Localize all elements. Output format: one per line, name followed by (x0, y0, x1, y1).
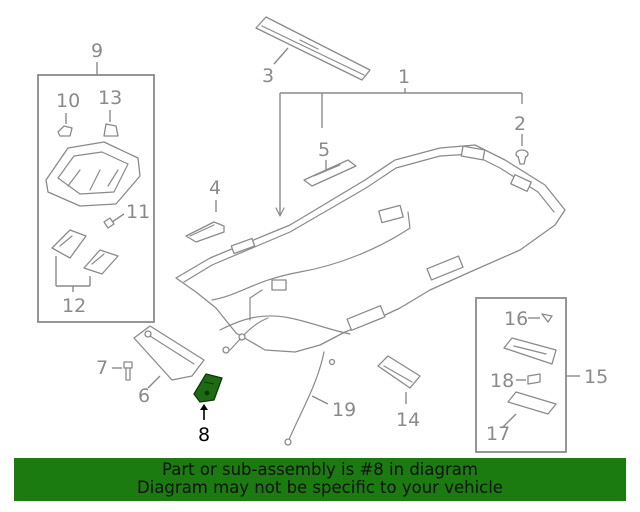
banner-line-1: Part or sub-assembly is #8 in diagram (162, 460, 478, 479)
callout-17[interactable]: 17 (486, 423, 510, 445)
callout-1-bracket (275, 88, 523, 217)
part-15-lamp-assembly[interactable] (503, 337, 557, 365)
callout-10[interactable]: 10 (56, 90, 80, 112)
group-box-15 (475, 297, 567, 453)
part-4-grab-handle[interactable] (185, 221, 225, 243)
callout-19[interactable]: 19 (332, 399, 356, 421)
part-8-highlighted[interactable] (193, 373, 223, 403)
part-14-lamp[interactable] (377, 355, 421, 389)
callout-3[interactable]: 3 (262, 65, 274, 87)
part-19-wiring-harness[interactable] (211, 211, 411, 446)
callout-6[interactable]: 6 (138, 385, 150, 407)
part-12-lamp-right[interactable] (83, 249, 119, 275)
callout-2[interactable]: 2 (514, 113, 526, 135)
callout-5[interactable]: 5 (318, 139, 330, 161)
part-9-console[interactable] (45, 141, 141, 207)
part-17-lens[interactable] (507, 391, 557, 415)
part-16-clip[interactable] (541, 313, 553, 323)
callout-12-bracket (55, 256, 91, 292)
part-5-bracket[interactable] (303, 159, 357, 187)
callout-12[interactable]: 12 (62, 295, 86, 317)
callout-4[interactable]: 4 (209, 177, 221, 199)
callout-11[interactable]: 11 (126, 201, 150, 223)
part-7-screw[interactable] (123, 361, 133, 381)
part-12-lamp-left[interactable] (51, 229, 87, 259)
callout-9[interactable]: 9 (91, 40, 103, 62)
callout-16[interactable]: 16 (504, 308, 528, 330)
part-2-clip[interactable] (515, 149, 529, 165)
part-10-clip[interactable] (57, 125, 73, 137)
callout-14[interactable]: 14 (396, 409, 420, 431)
part-6-sun-visor[interactable] (133, 325, 205, 381)
part-1-headliner[interactable] (175, 144, 566, 353)
callout-8[interactable]: 8 (198, 424, 210, 446)
part-11-clip[interactable] (103, 217, 115, 229)
callout-1[interactable]: 1 (398, 66, 410, 88)
info-banner: Part or sub-assembly is #8 in diagram Di… (14, 458, 626, 501)
part-13-clip[interactable] (103, 123, 119, 137)
callout-15[interactable]: 15 (584, 366, 608, 388)
callout-7[interactable]: 7 (96, 357, 108, 379)
part-18-bulb[interactable] (527, 373, 541, 385)
callout-13[interactable]: 13 (98, 87, 122, 109)
callout-18[interactable]: 18 (490, 370, 514, 392)
part-3-panel[interactable] (255, 16, 371, 81)
group-box-9 (37, 74, 155, 323)
banner-line-2: Diagram may not be specific to your vehi… (137, 478, 503, 497)
